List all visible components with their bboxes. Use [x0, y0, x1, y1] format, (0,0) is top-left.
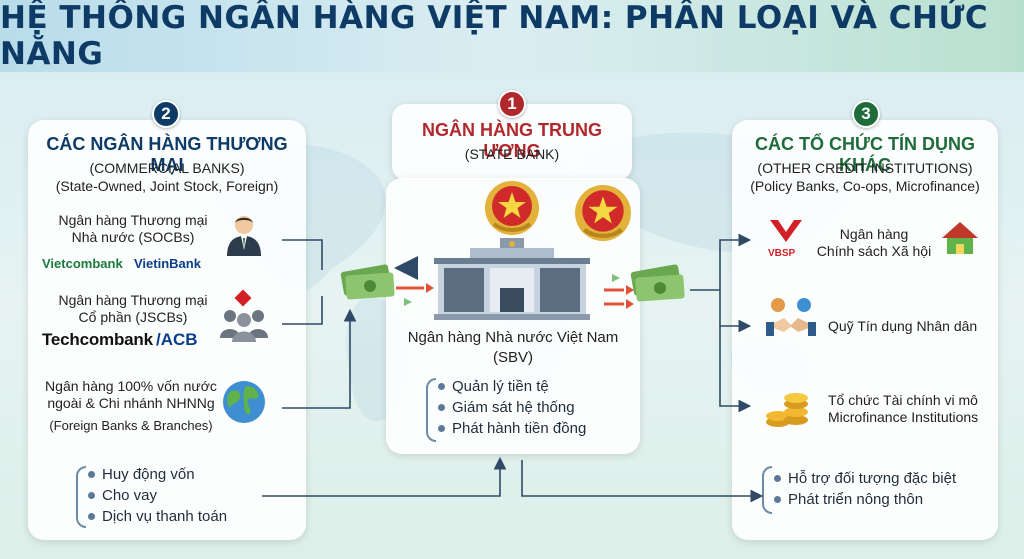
foreign-banks-line3: (Foreign Banks & Branches) [49, 418, 213, 433]
commercial-function-item: Huy động vốn [88, 464, 227, 485]
globe-icon [223, 381, 265, 423]
emblem-icon [575, 185, 631, 241]
commercial-banks-title: CÁC NGÂN HÀNG THƯƠNG MẠI [46, 134, 288, 175]
commercial-functions-list: Huy động vốn Cho vay Dịch vụ thanh toán [88, 464, 227, 527]
house-icon [942, 222, 978, 254]
flow-arrows [394, 256, 634, 309]
vbsp-logo-text: VBSP [768, 248, 796, 259]
socb-label: Ngân hàng Thương mại Nhà nước (SOCBs) [48, 212, 218, 246]
other-credit-functions-list: Hỗ trợ đối tượng đặc biệt Phát triển nôn… [774, 468, 956, 510]
other-credit-subtitle: (OTHER CREDIT INSTITUTIONS) [757, 160, 973, 176]
jscb-label-line1: Ngân hàng Thương mại [58, 292, 208, 308]
state-bank-function-item: Quản lý tiền tệ [438, 376, 586, 397]
commercial-banks-badge: 2 [152, 100, 180, 128]
bank-building-icon [434, 238, 590, 320]
state-bank-badge: 1 [498, 90, 526, 118]
page-title: HỆ THỐNG NGÂN HÀNG VIỆT NAM: PHÂN LOẠI V… [0, 0, 989, 72]
state-bank-title: NGÂN HÀNG TRUNG ƯƠNG [422, 120, 602, 161]
microfinance-label-line2: Microfinance Institutions [828, 409, 979, 425]
state-bank-function-item: Phát hành tiền đồng [438, 418, 586, 439]
commercial-function-item: Cho vay [88, 485, 227, 506]
socb-label-line1: Ngân hàng Thương mại [58, 212, 208, 228]
microfinance-label-line1: Tổ chức Tài chính vi mô [828, 392, 978, 408]
businessman-icon [227, 216, 261, 256]
state-bank-subtitle: (STATE BANK) [464, 146, 560, 162]
commercial-function-item: Dịch vụ thanh toán [88, 506, 227, 527]
other-credit-panel: CÁC TỔ CHỨC TÍN DỤNG KHÁC (OTHER CREDIT … [732, 120, 998, 540]
socb-label-line2: Nhà nước (SOCBs) [71, 229, 195, 245]
handshake-icon [766, 298, 816, 336]
group-icon [220, 289, 268, 342]
sbv-name-line: Ngân hàng Nhà nước Việt Nam [407, 329, 619, 346]
vbsp-label-line1: Ngân hàng [839, 226, 909, 242]
other-credit-function-item: Hỗ trợ đối tượng đặc biệt [774, 468, 956, 489]
foreign-banks-label: Ngân hàng 100% vốn nước ngoài & Chi nhán… [36, 378, 226, 434]
money-icon [630, 264, 685, 302]
state-bank-panel: Ngân hàng Nhà nước Việt Nam (SBV) Quản l… [386, 178, 640, 454]
commercial-banks-subtitle: (COMMERCIAL BANKS) [89, 160, 245, 176]
state-bank-functions-list: Quản lý tiền tệ Giám sát hệ thống Phát h… [438, 376, 586, 439]
other-credit-badge: 3 [852, 100, 880, 128]
other-credit-types: (Policy Banks, Co-ops, Microfinance) [750, 178, 980, 194]
people-credit-fund-label: Quỹ Tín dụng Nhân dân [828, 318, 978, 334]
acb-logo: /ACB [156, 330, 198, 349]
foreign-banks-line2: ngoài & Chi nhánh NHNNg [47, 395, 215, 411]
commercial-banks-panel: CÁC NGÂN HÀNG THƯƠNG MẠI (COMMERCIAL BAN… [28, 120, 306, 540]
vietcombank-logo: Vietcombank [42, 256, 123, 271]
emblem-icon [485, 181, 539, 235]
sbv-name: Ngân hàng Nhà nước Việt Nam (SBV) [386, 328, 640, 368]
vbsp-label-line2: Chính sách Xã hội [816, 243, 932, 259]
coins-icon [766, 393, 808, 427]
jscb-label-line2: Cổ phần (JSCBs) [78, 309, 188, 325]
title-bar: HỆ THỐNG NGÂN HÀNG VIỆT NAM: PHÂN LOẠI V… [0, 0, 1024, 72]
state-bank-function-item: Giám sát hệ thống [438, 397, 586, 418]
vbsp-logo-icon [770, 220, 802, 242]
other-credit-title: CÁC TỔ CHỨC TÍN DỤNG KHÁC [755, 134, 975, 175]
techcombank-logo: Techcombank [42, 330, 153, 349]
foreign-banks-line1: Ngân hàng 100% vốn nước [45, 378, 217, 394]
vietinbank-logo: VietinBank [134, 256, 201, 271]
other-credit-function-item: Phát triển nông thôn [774, 489, 956, 510]
state-bank-functions-bracket [426, 378, 436, 442]
jscb-label: Ngân hàng Thương mại Cổ phần (JSCBs) [48, 292, 218, 326]
microfinance-label: Tổ chức Tài chính vi mô Microfinance Ins… [828, 392, 978, 426]
money-icon [340, 264, 395, 300]
vbsp-label: Ngân hàng Chính sách Xã hội [814, 226, 934, 260]
commercial-functions-bracket [76, 466, 86, 528]
commercial-banks-types: (State-Owned, Joint Stock, Foreign) [55, 178, 279, 194]
sbv-abbr: (SBV) [492, 349, 533, 366]
